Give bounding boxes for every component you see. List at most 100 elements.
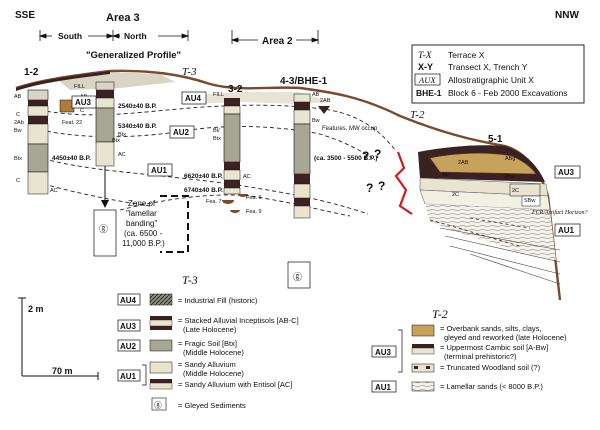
- svg-text:= Sandy Alluvium with Entisol: = Sandy Alluvium with Entisol [AC]: [178, 380, 292, 389]
- svg-text:2C: 2C: [512, 188, 519, 194]
- svg-text:AU2: AU2: [120, 342, 137, 351]
- svg-text:C: C: [16, 112, 20, 118]
- area2-label: Area 2: [262, 36, 293, 47]
- svg-text:2Ab: 2Ab: [14, 120, 24, 126]
- key-desc-transect: Transect X, Trench Y: [448, 62, 528, 72]
- fea-6-label: Fea. 6: [246, 195, 262, 201]
- unit-box-au3-left: AU3: [71, 95, 97, 109]
- scale-bars: [18, 297, 99, 380]
- question-mark-2: ?: [374, 147, 381, 161]
- svg-text:2AB: 2AB: [458, 160, 469, 166]
- svg-text:C: C: [80, 108, 84, 114]
- profile-column-4-3: [293, 93, 311, 219]
- svg-text:= Gleyed Sediments: = Gleyed Sediments: [178, 401, 246, 410]
- unit-box-au4: AU4: [181, 91, 207, 105]
- svg-text:(ca. 3500 - 5500 B.P.): (ca. 3500 - 5500 B.P.): [314, 155, 377, 162]
- unit-box-au1-right: AU1: [554, 223, 581, 237]
- surface-band: [16, 71, 110, 91]
- area3-bracket: [38, 30, 320, 44]
- legend-t2: = Overbank sands, silts, clays, gleyed a…: [371, 324, 567, 393]
- legend-t3-title: T-3: [182, 273, 198, 287]
- svg-text:11,000 B.P.): 11,000 B.P.): [122, 239, 165, 248]
- gleyed-icon-2: ⓖ: [293, 272, 302, 282]
- terrace-t2-top: T-2: [410, 109, 425, 121]
- svg-text:AU1: AU1: [558, 226, 575, 235]
- svg-text:(ca. 6500 -: (ca. 6500 -: [124, 229, 163, 238]
- generalized-profile-label: "Generalized Profile": [86, 50, 181, 61]
- svg-text:AU1: AU1: [375, 383, 392, 392]
- gleyed-legend-icon: ⓖ: [154, 401, 162, 410]
- svg-text:AC: AC: [243, 174, 251, 180]
- fcr-horizon-label: FCR/Artifact Horizon?: [531, 209, 588, 216]
- gleyed-sample-box: [287, 261, 311, 289]
- profile-label-3-2: 3-2: [228, 84, 243, 95]
- svg-text:AU3: AU3: [558, 168, 575, 177]
- svg-text:= Lamellar sands (< 8000 B.P.): = Lamellar sands (< 8000 B.P.): [440, 382, 543, 391]
- profile-column-3-2: [222, 98, 248, 213]
- svg-text:2C: 2C: [452, 192, 459, 198]
- key-code-transect: X-Y: [418, 62, 433, 72]
- profile-column-1-2: [27, 89, 49, 195]
- svg-text:ABg: ABg: [505, 156, 515, 162]
- north-label: North: [124, 31, 147, 41]
- svg-text:AU3: AU3: [75, 98, 92, 107]
- svg-text:2Bw: 2Bw: [504, 174, 515, 180]
- svg-text:Ab: Ab: [442, 172, 449, 178]
- lamellar-zone-label: Zone of "lamellar banding" (ca. 6500 - 1…: [122, 199, 165, 248]
- profile-label-5-1: 5-1: [488, 134, 503, 145]
- key-desc-unit: Allostratigraphic Unit X: [448, 75, 534, 85]
- profile-label-4-3: 4-3/BHE-1: [280, 76, 328, 87]
- svg-text:gleyed and reworked (late Holo: gleyed and reworked (late Holocene): [444, 333, 567, 342]
- svg-text:(terminal prehistoric?): (terminal prehistoric?): [444, 352, 517, 361]
- svg-text:= Sandy Alluvium: = Sandy Alluvium: [178, 360, 236, 369]
- t2-wedge: [418, 145, 556, 260]
- fcr-leaders: [429, 217, 531, 247]
- svg-text:= Industrial Fill (historic): = Industrial Fill (historic): [178, 296, 258, 305]
- question-mark-3: ?: [366, 181, 373, 195]
- unit-box-au3-right: AU3: [554, 165, 581, 179]
- svg-text:4450±40 B.P.: 4450±40 B.P.: [52, 155, 91, 162]
- feat-22-label: Feat. 22: [62, 120, 82, 126]
- svg-text:"lamellar: "lamellar: [126, 209, 157, 218]
- svg-text:5340±40 B.P.: 5340±40 B.P.: [118, 123, 157, 130]
- question-mark-4: ?: [378, 179, 385, 193]
- red-fault-line: [394, 151, 413, 215]
- lamellar-zone-box: [160, 195, 189, 253]
- svg-text:FILL: FILL: [213, 92, 224, 98]
- svg-text:(Middle Holocene): (Middle Holocene): [183, 369, 244, 378]
- svg-text:AB: AB: [312, 92, 320, 98]
- features-mw-label: Features, MW occup: [322, 126, 378, 132]
- svg-text:C: C: [16, 178, 20, 184]
- svg-text:AC: AC: [118, 152, 126, 158]
- legend-t3: AU4 = Industrial Fill (historic) AU3 = S…: [117, 293, 299, 411]
- key-box: T-X Terrace X X-Y Transect X, Trench Y A…: [411, 44, 585, 104]
- key-desc-block: Block 6 - Feb 2000 Excavations: [448, 88, 568, 98]
- key-desc-terrace: Terrace X: [448, 50, 485, 60]
- key-code-unit: AUX: [418, 75, 436, 85]
- profile-label-1-2: 1-2: [24, 67, 39, 78]
- svg-text:AU3: AU3: [120, 322, 137, 331]
- unit-box-au2: AU2: [169, 125, 195, 139]
- svg-text:AU1: AU1: [151, 166, 168, 175]
- svg-text:AB: AB: [14, 94, 22, 100]
- svg-text:Btx: Btx: [14, 156, 22, 162]
- twoab-marker: [318, 106, 330, 114]
- svg-text:Bw: Bw: [312, 118, 320, 124]
- svg-text:= Stacked Alluvial Inceptisols: = Stacked Alluvial Inceptisols [AB-C]: [178, 316, 299, 325]
- svg-text:banding": banding": [126, 219, 157, 228]
- fill-unit-mid: [180, 92, 330, 104]
- svg-text:= Fragic Soil [Btx]: = Fragic Soil [Btx]: [178, 339, 237, 348]
- radiocarbon-dates: 2540±40 B.P. 5340±40 B.P. 4450±40 B.P. 6…: [52, 103, 377, 194]
- svg-text:Btx: Btx: [112, 138, 120, 144]
- svg-text:(Late Holocene): (Late Holocene): [183, 325, 237, 334]
- svg-text:Btx: Btx: [118, 132, 126, 138]
- svg-text:= Overbank sands, silts, clays: = Overbank sands, silts, clays,: [440, 324, 542, 333]
- gleyed-icon: ⓖ: [99, 224, 108, 234]
- horizontal-scale-label: 70 m: [52, 366, 73, 376]
- svg-text:AU4: AU4: [120, 296, 137, 305]
- svg-text:6620±40 B.P.: 6620±40 B.P.: [184, 173, 223, 180]
- svg-text:AU2: AU2: [173, 128, 190, 137]
- horizon-labels: FILL AB AB C 2Ab Bw Btx C AC Btx AC C Bt…: [14, 84, 535, 204]
